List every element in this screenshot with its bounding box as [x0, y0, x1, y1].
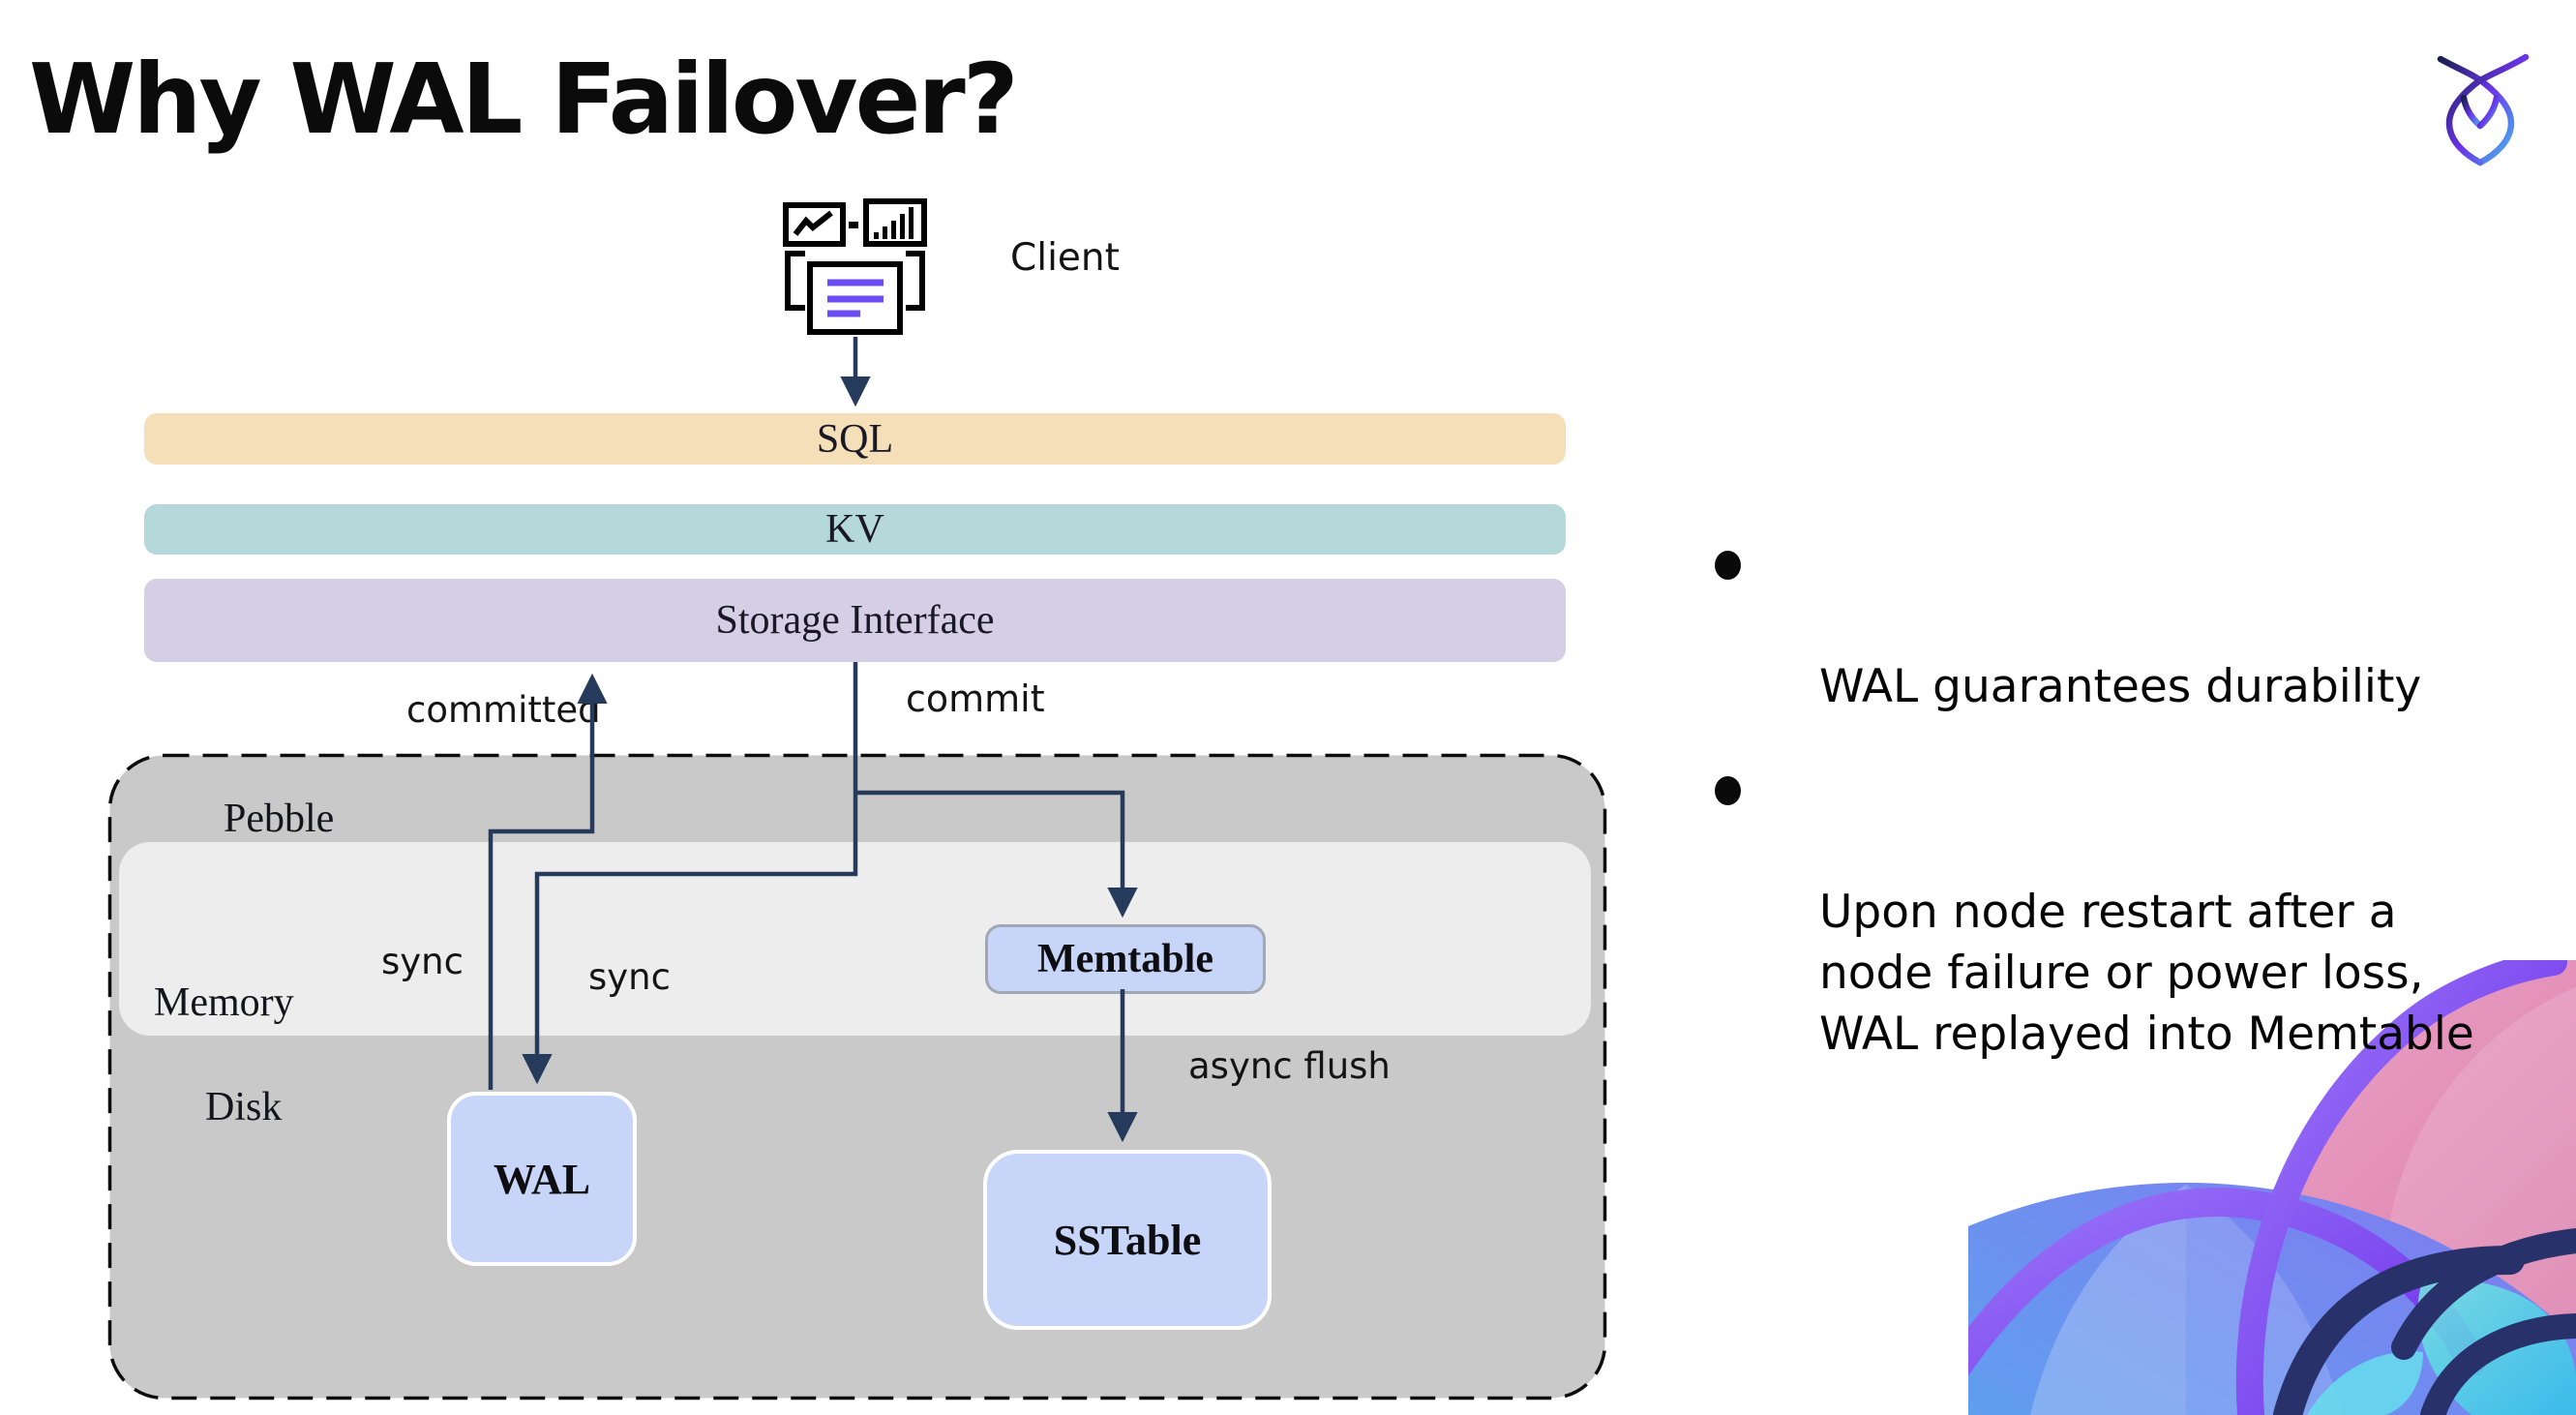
cockroach-labs-logo-icon — [2437, 53, 2530, 166]
memory-label: Memory — [154, 980, 294, 1025]
committed-edge-label: committed — [406, 689, 601, 731]
bar-chart-icon — [863, 198, 927, 247]
sync-right-edge-label: sync — [588, 956, 671, 998]
async-flush-edge-label: async flush — [1188, 1045, 1391, 1087]
commit-edge-label: commit — [906, 677, 1045, 720]
sstable-node: SSTable — [983, 1150, 1272, 1330]
memory-band — [119, 842, 1591, 1036]
decorative-brand-art — [1968, 960, 2576, 1415]
layer-kv-label: KV — [825, 507, 884, 552]
list-item: WAL guarantees durability — [1707, 534, 2559, 717]
sync-left-edge-label: sync — [381, 941, 464, 982]
dash-connector — [849, 222, 858, 228]
sstable-node-label: SSTable — [1053, 1216, 1202, 1264]
disk-label: Disk — [205, 1085, 283, 1129]
bullet-text: WAL guarantees durability — [1819, 660, 2422, 713]
document-icon — [807, 261, 903, 335]
bullet-dot — [1715, 776, 1741, 805]
layer-sql-label: SQL — [816, 416, 894, 462]
layer-kv: KV — [144, 504, 1566, 555]
list-item: Upon node restart after a node failure o… — [1707, 760, 2559, 1065]
wal-node-label: WAL — [493, 1155, 591, 1203]
client-label: Client — [1010, 236, 1120, 280]
bullet-list: WAL guarantees durability Upon node rest… — [1707, 534, 2559, 1065]
wal-node: WAL — [447, 1092, 637, 1266]
client-workstation-icon — [783, 198, 927, 335]
memtable-node: Memtable — [985, 924, 1266, 994]
line-chart-icon — [783, 202, 846, 247]
bullet-dot — [1715, 551, 1741, 580]
memtable-node-label: Memtable — [1037, 937, 1213, 981]
page-title: Why WAL Failover? — [29, 43, 1019, 156]
layer-sql: SQL — [144, 413, 1566, 465]
blue-circle — [1968, 1183, 2576, 1415]
layer-storage-label: Storage Interface — [715, 598, 995, 643]
bullet-text: Upon node restart after a node failure o… — [1819, 886, 2474, 1061]
screen-frame — [785, 251, 925, 311]
pebble-label: Pebble — [224, 797, 335, 841]
layer-storage-interface: Storage Interface — [144, 579, 1566, 662]
